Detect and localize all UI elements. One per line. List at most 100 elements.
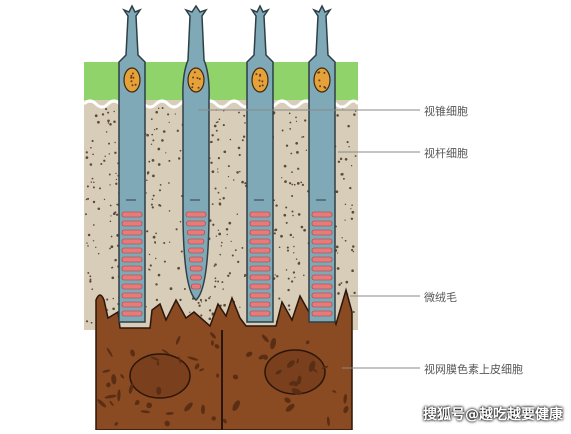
stipple-dot — [180, 250, 183, 253]
pigment-granule — [210, 332, 216, 339]
stipple-dot — [239, 170, 241, 173]
stipple-dot — [97, 252, 100, 255]
stipple-dot — [214, 280, 217, 283]
pigment-granule — [211, 416, 216, 421]
stipple-dot — [290, 152, 293, 155]
membrane-disc — [188, 247, 204, 254]
stipple-dot — [295, 141, 299, 145]
stipple-dot — [208, 297, 211, 300]
membrane-disc — [311, 274, 333, 281]
label-rpe: 视网膜色素上皮细胞 — [424, 363, 523, 376]
stipple-dot — [217, 191, 220, 194]
stipple-dot — [214, 277, 217, 280]
stipple-dot — [335, 245, 339, 249]
stipple-dot — [169, 287, 173, 291]
nucleus-speck — [132, 76, 135, 79]
stipple-dot — [285, 221, 288, 224]
stipple-dot — [291, 183, 294, 186]
stipple-dot — [157, 273, 161, 277]
stipple-dot — [218, 232, 222, 236]
stipple-dot — [209, 296, 211, 298]
stipple-dot — [276, 275, 279, 278]
stipple-dot — [289, 233, 293, 237]
membrane-disc — [311, 283, 333, 290]
stipple-dot — [236, 171, 239, 174]
stipple-dot — [219, 253, 222, 256]
membrane-disc — [311, 265, 333, 272]
stipple-dot — [111, 266, 114, 269]
stipple-dot — [287, 288, 290, 292]
membrane-disc — [311, 238, 333, 245]
stipple-dot — [103, 198, 106, 201]
stipple-dot — [337, 252, 339, 254]
stipple-dot — [109, 123, 112, 126]
stipple-dot — [228, 272, 232, 275]
stipple-dot — [351, 210, 355, 214]
stipple-dot — [278, 246, 281, 249]
stipple-dot — [161, 107, 164, 109]
nucleus-speck — [258, 85, 261, 88]
stipple-dot — [275, 204, 278, 207]
stipple-dot — [214, 263, 217, 266]
stipple-dot — [340, 173, 343, 176]
stipple-dot — [109, 220, 112, 223]
membrane-disc — [121, 238, 143, 245]
stipple-dot — [114, 258, 117, 262]
stipple-dot — [161, 139, 164, 142]
stipple-dot — [155, 283, 158, 286]
stipple-dot — [335, 190, 339, 194]
nucleus-speck — [130, 80, 133, 83]
stipple-dot — [168, 210, 171, 212]
stipple-dot — [107, 111, 110, 114]
membrane-disc — [249, 274, 271, 281]
stipple-dot — [106, 309, 109, 311]
stipple-dot — [104, 155, 106, 158]
pigment-granule — [275, 369, 282, 375]
stipple-dot — [237, 260, 240, 264]
pigment-granule — [262, 354, 268, 360]
cell-nucleus — [313, 67, 331, 93]
stipple-dot — [349, 186, 352, 190]
stipple-dot — [243, 114, 246, 117]
stipple-dot — [241, 180, 244, 184]
pigment-granule — [270, 337, 277, 350]
stipple-dot — [291, 210, 294, 213]
stipple-dot — [152, 235, 156, 239]
stipple-dot — [165, 152, 167, 154]
stipple-dot — [92, 240, 95, 242]
pigment-granule — [178, 356, 181, 364]
stipple-dot — [278, 297, 281, 300]
stipple-dot — [148, 253, 151, 256]
membrane-disc — [249, 301, 271, 308]
stipple-dot — [89, 275, 92, 278]
stipple-dot — [221, 241, 223, 244]
stipple-dot — [157, 163, 161, 166]
stipple-dot — [168, 121, 170, 124]
stipple-dot — [241, 139, 244, 142]
pigment-granules — [97, 332, 349, 427]
nucleus-speck — [318, 71, 321, 74]
stipple-dot — [155, 232, 157, 235]
pigment-granule — [261, 334, 269, 343]
membrane-disc — [187, 229, 205, 236]
nucleus-speck — [261, 80, 264, 83]
nucleus-speck — [258, 79, 261, 82]
rod-cell — [308, 4, 336, 323]
pigment-granule — [134, 399, 138, 406]
stipple-dot — [302, 135, 305, 138]
pigment-granule — [156, 386, 162, 395]
stipple-dot — [352, 245, 355, 248]
stipple-dot — [108, 153, 111, 155]
stipple-dot — [294, 276, 296, 279]
pigment-granule — [106, 347, 113, 357]
stipple-dot — [174, 113, 176, 115]
stipple-dot — [101, 113, 105, 116]
nucleus-speck — [131, 72, 134, 75]
pigment-granule — [102, 369, 111, 373]
pigment-granule — [175, 335, 181, 345]
stipple-dot — [115, 213, 119, 216]
stipple-dot — [212, 223, 215, 226]
pigment-granule — [97, 399, 107, 408]
stipple-dot — [350, 165, 353, 167]
stipple-dot — [179, 220, 182, 223]
